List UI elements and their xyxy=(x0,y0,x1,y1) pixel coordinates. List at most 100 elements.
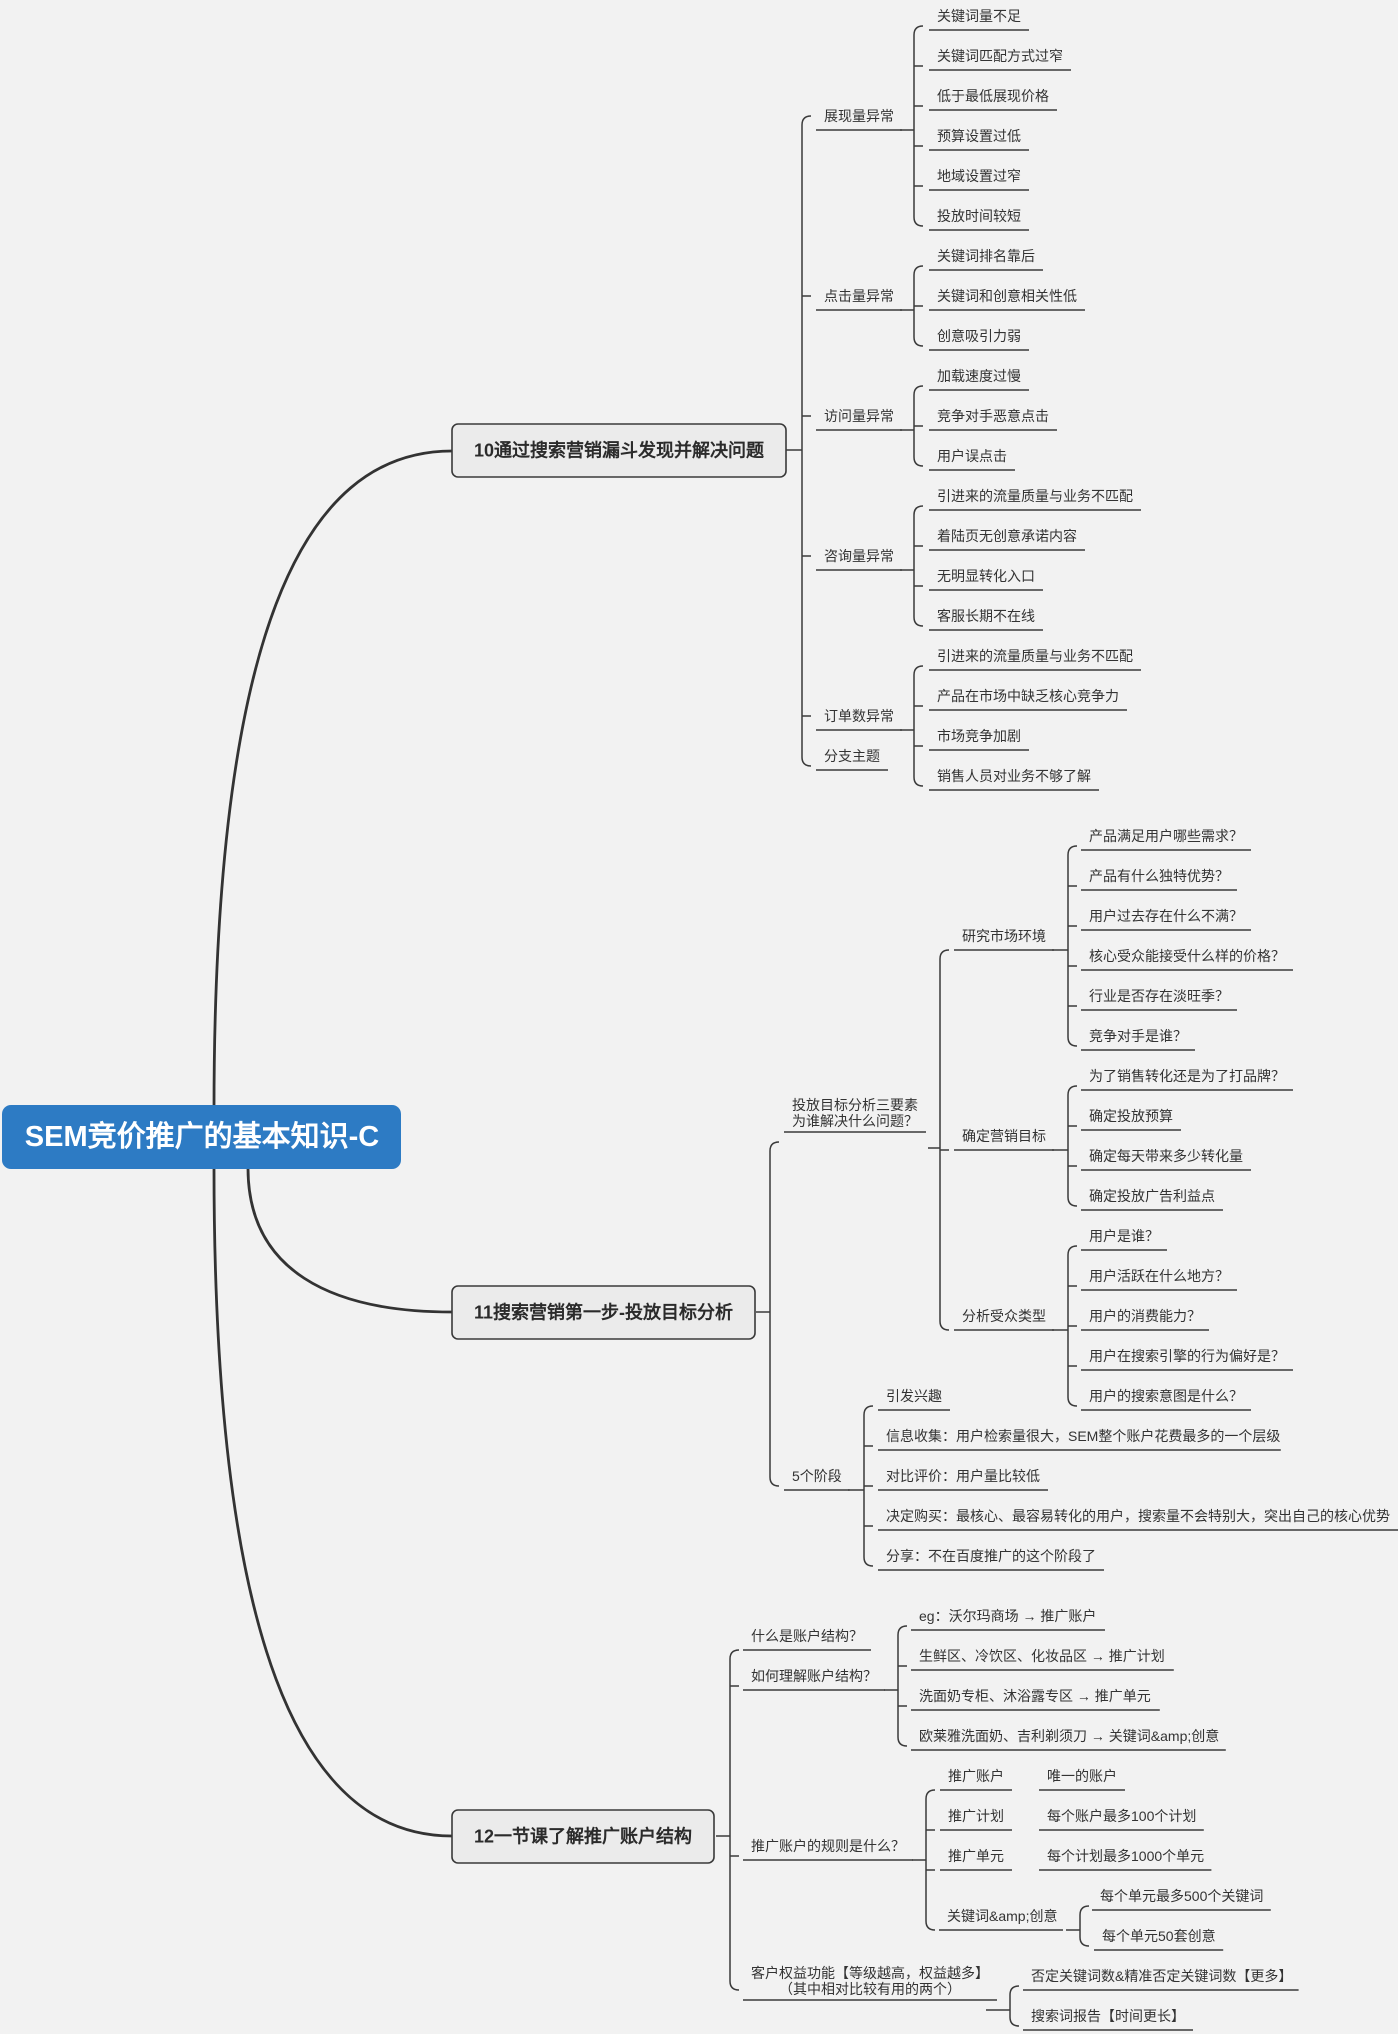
branch-10-category[interactable]: 订单数异常 xyxy=(816,708,902,731)
topic-12-node[interactable] xyxy=(451,1809,715,1864)
node-label: 预算设置过低 xyxy=(937,128,1021,144)
topic-title: 10通过搜索营销漏斗发现并解决问题 xyxy=(474,440,765,461)
branch-10-leaf[interactable]: 地域设置过窄 xyxy=(929,168,1029,191)
branch-11-leaf[interactable]: 产品有什么独特优势？ xyxy=(1081,868,1237,891)
branch-12-leaf[interactable]: 每个单元50套创意 xyxy=(1094,1928,1224,1951)
root-node[interactable] xyxy=(2,1105,401,1169)
branch-10-leaf[interactable]: 引进来的流量质量与业务不匹配 xyxy=(929,488,1141,511)
branch-12-leaf[interactable]: 每个计划最多1000个单元 xyxy=(1039,1848,1212,1871)
branch-12-leaf[interactable]: 每个账户最多100个计划 xyxy=(1039,1808,1204,1831)
branch-11-subcategory[interactable]: 分析受众类型 xyxy=(954,1308,1054,1331)
node-label: 咨询量异常 xyxy=(824,548,894,564)
branch-10-leaf[interactable]: 客服长期不在线 xyxy=(929,608,1043,631)
node-label: 引进来的流量质量与业务不匹配 xyxy=(937,648,1133,664)
branch-10-leaf[interactable]: 产品在市场中缺乏核心竞争力 xyxy=(929,688,1127,711)
branch-12-subcategory[interactable]: 关键词&amp;创意 xyxy=(939,1908,1063,1931)
branch-11-leaf[interactable]: 竞争对手是谁？ xyxy=(1081,1028,1195,1051)
branch-12-subcategory[interactable]: 推广计划 xyxy=(940,1808,1012,1831)
branch-11-subcategory[interactable]: 研究市场环境 xyxy=(954,928,1054,951)
node-label-line2: （其中相对比较有用的两个） xyxy=(779,1981,961,1997)
node-label: 确定投放预算 xyxy=(1089,1108,1173,1124)
branch-10-leaf[interactable]: 无明显转化入口 xyxy=(929,568,1043,591)
branch-11-leaf[interactable]: 核心受众能接受什么样的价格？ xyxy=(1081,948,1293,971)
branch-10-leaf[interactable]: 加载速度过慢 xyxy=(929,368,1029,391)
branch-10-leaf[interactable]: 关键词和创意相关性低 xyxy=(929,288,1085,311)
node-label: 销售人员对业务不够了解 xyxy=(937,768,1091,784)
node-label: 用户是谁？ xyxy=(1089,1228,1159,1244)
branch-11-leaf[interactable]: 决定购买：最核心、最容易转化的用户，搜索量不会特别大，突出自己的核心优势 xyxy=(878,1508,1398,1531)
node-label: 推广账户的规则是什么？ xyxy=(751,1838,905,1854)
branch-10-category[interactable]: 咨询量异常 xyxy=(816,548,902,571)
branch-11-leaf[interactable]: 信息收集：用户检索量很大，SEM整个账户花费最多的一个层级 xyxy=(878,1428,1281,1451)
branch-11-leaf[interactable]: 为了销售转化还是为了打品牌？ xyxy=(1081,1068,1293,1091)
branch-10-leaf[interactable]: 着陆页无创意承诺内容 xyxy=(929,528,1085,551)
connector-line xyxy=(863,1405,874,1490)
branch-10-category[interactable]: 分支主题 xyxy=(816,748,888,771)
node-label: 搜索词报告【时间更长】 xyxy=(1031,2008,1185,2024)
branch-11-leaf[interactable]: 确定每天带来多少转化量 xyxy=(1081,1148,1251,1171)
root-title: SEM竞价推广的基本知识-C xyxy=(25,1119,380,1153)
branch-12-leaf[interactable]: 搜索词报告【时间更长】 xyxy=(1023,2008,1193,2031)
branch-11-leaf[interactable]: 行业是否存在淡旺季？ xyxy=(1081,988,1237,1011)
branch-11-leaf[interactable]: 用户是谁？ xyxy=(1081,1228,1167,1251)
branch-10-leaf[interactable]: 市场竞争加剧 xyxy=(929,728,1029,751)
branch-11-leaf[interactable]: 用户的消费能力？ xyxy=(1081,1308,1209,1331)
branch-12-subcategory[interactable]: 推广单元 xyxy=(940,1848,1012,1871)
branch-10-leaf[interactable]: 关键词量不足 xyxy=(929,8,1029,31)
branch-12-leaf[interactable]: 唯一的账户 xyxy=(1039,1768,1125,1791)
branch-12-category[interactable]: 什么是账户结构？ xyxy=(743,1628,871,1651)
node-label: 确定营销目标 xyxy=(962,1128,1046,1144)
connector-line xyxy=(897,1625,908,1690)
branch-11-leaf[interactable]: 确定投放预算 xyxy=(1081,1108,1181,1131)
branch-10-leaf[interactable]: 销售人员对业务不够了解 xyxy=(929,768,1099,791)
node-label: 引进来的流量质量与业务不匹配 xyxy=(937,488,1133,504)
branch-10-leaf[interactable]: 用户误点击 xyxy=(929,448,1015,471)
node-label: 投放时间较短 xyxy=(937,208,1021,224)
branch-12-leaf[interactable]: eg：沃尔玛商场 → 推广账户 xyxy=(911,1608,1105,1631)
branch-11-leaf[interactable]: 产品满足用户哪些需求？ xyxy=(1081,828,1251,851)
branch-11-leaf[interactable]: 用户的搜索意图是什么？ xyxy=(1081,1388,1251,1411)
connector-line xyxy=(1067,1150,1078,1207)
branch-10-leaf[interactable]: 低于最低展现价格 xyxy=(929,88,1057,111)
node-layer: SEM竞价推广的基本知识-C 10通过搜索营销漏斗发现并解决问题 11搜索营销第一步… xyxy=(2,8,1398,2031)
topic-title: 11搜索营销第一步-投放目标分析 xyxy=(474,1302,733,1323)
topic-10-node[interactable] xyxy=(451,423,787,478)
branch-11-leaf[interactable]: 用户在搜索引擎的行为偏好是？ xyxy=(1081,1348,1293,1371)
branch-11-leaf[interactable]: 确定投放广告利益点 xyxy=(1081,1188,1223,1211)
branch-12-subcategory[interactable]: 推广账户 xyxy=(940,1768,1012,1791)
branch-12-leaf[interactable]: 洗面奶专柜、沐浴露专区 → 推广单元 xyxy=(911,1688,1160,1711)
branch-12-leaf[interactable]: 欧莱雅洗面奶、吉利剃须刀 → 关键词&amp;创意 xyxy=(911,1728,1226,1751)
branch-10-leaf[interactable]: 预算设置过低 xyxy=(929,128,1029,151)
branch-11-category[interactable]: 5个阶段 xyxy=(784,1468,850,1491)
connector-line xyxy=(925,1789,936,1860)
branch-12-category[interactable]: 推广账户的规则是什么？ xyxy=(743,1838,913,1861)
branch-12-category[interactable]: 如何理解账户结构？ xyxy=(743,1668,885,1691)
node-label: 用户的消费能力？ xyxy=(1089,1308,1201,1324)
node-label: 关键词排名靠后 xyxy=(937,248,1035,264)
branch-12-leaf[interactable]: 每个单元最多500个关键词 xyxy=(1092,1888,1271,1911)
branch-11-leaf[interactable]: 引发兴趣 xyxy=(878,1388,950,1411)
branch-12-leaf[interactable]: 生鲜区、冷饮区、化妆品区 → 推广计划 xyxy=(911,1648,1174,1671)
branch-10-leaf[interactable]: 关键词匹配方式过窄 xyxy=(929,48,1071,71)
branch-11-leaf[interactable]: 用户过去存在什么不满？ xyxy=(1081,908,1251,931)
branch-10-category[interactable]: 访问量异常 xyxy=(816,408,902,431)
branch-11-leaf[interactable]: 用户活跃在什么地方？ xyxy=(1081,1268,1237,1291)
branch-11-leaf[interactable]: 对比评价：用户量比较低 xyxy=(878,1468,1048,1491)
branch-10-leaf[interactable]: 关键词排名靠后 xyxy=(929,248,1043,271)
node-label: 产品有什么独特优势？ xyxy=(1089,868,1229,884)
branch-10-leaf[interactable]: 竞争对手恶意点击 xyxy=(929,408,1057,431)
branch-10-leaf[interactable]: 创意吸引力弱 xyxy=(929,328,1029,351)
branch-11-leaf[interactable]: 分享：不在百度推广的这个阶段了 xyxy=(878,1548,1104,1571)
branch-10-leaf[interactable]: 投放时间较短 xyxy=(929,208,1029,231)
node-label: 对比评价：用户量比较低 xyxy=(886,1468,1040,1484)
branch-12-category[interactable]: 客户权益功能【等级越高，权益越多】（其中相对比较有用的两个） xyxy=(743,1965,997,2001)
node-label: 创意吸引力弱 xyxy=(937,328,1021,344)
branch-11-subcategory[interactable]: 确定营销目标 xyxy=(954,1128,1054,1151)
branch-10-category[interactable]: 展现量异常 xyxy=(816,108,902,131)
branch-12-leaf[interactable]: 否定关键词数&精准否定关键词数【更多】 xyxy=(1023,1968,1299,1991)
branch-10-leaf[interactable]: 引进来的流量质量与业务不匹配 xyxy=(929,648,1141,671)
connector-line xyxy=(729,1649,740,1836)
branch-10-category[interactable]: 点击量异常 xyxy=(816,288,902,311)
topic-11-node[interactable] xyxy=(451,1285,756,1340)
